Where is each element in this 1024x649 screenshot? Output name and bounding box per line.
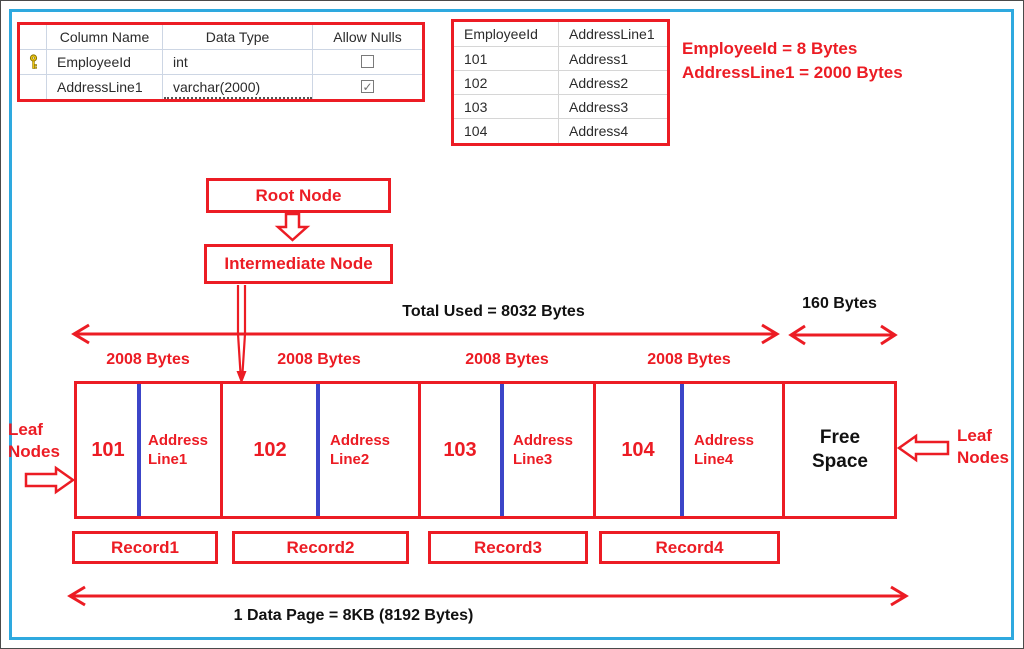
byte-size-notes: EmployeeId = 8 Bytes AddressLine1 = 2000… — [682, 37, 903, 85]
cell-focus-dotted-line — [164, 97, 312, 99]
intermediate-node-box: Intermediate Node — [204, 244, 393, 284]
record-label-box: Record3 — [428, 531, 588, 564]
row-selector-cell — [20, 74, 47, 99]
key-value-separator — [316, 384, 320, 516]
record-divider — [418, 381, 421, 519]
allow-nulls-checkbox-checked[interactable]: ✓ — [361, 79, 374, 94]
note-employeeid-bytes: EmployeeId = 8 Bytes — [682, 39, 858, 58]
record-id: 104 — [621, 438, 655, 461]
record-address: Address Line2 — [330, 432, 391, 468]
record-label-box: Record2 — [232, 531, 409, 564]
data-page-label: 1 Data Page = 8KB (8192 Bytes) — [233, 607, 474, 624]
primary-key-icon — [29, 54, 37, 69]
section-bytes-label: 2008 Bytes — [465, 351, 549, 368]
result-cell: 102 — [454, 71, 559, 95]
result-cell: 104 — [454, 119, 559, 143]
designer-cell-data-type: varchar(2000) — [163, 74, 313, 99]
leaf-nodes-label-left: Leaf Nodes — [8, 420, 60, 461]
leaf-nodes-label-right: Leaf Nodes — [957, 426, 1009, 467]
designer-header-data-type: Data Type — [163, 25, 313, 50]
row-selector-cell — [20, 50, 47, 75]
record-label-box: Record4 — [599, 531, 780, 564]
cyan-frame — [9, 9, 1014, 640]
root-node-box: Root Node — [206, 178, 391, 213]
designer-header-allow-nulls: Allow Nulls — [313, 25, 422, 50]
record-divider — [593, 381, 596, 519]
designer-cell-data-type: int — [163, 50, 313, 75]
section-bytes-label: 2008 Bytes — [647, 351, 731, 368]
record-id: 103 — [443, 438, 477, 461]
key-value-separator — [500, 384, 504, 516]
result-cell: Address2 — [559, 71, 667, 95]
result-header-employeeid: EmployeeId — [454, 22, 559, 47]
result-cell: Address1 — [559, 47, 667, 71]
data-page-rectangle — [74, 381, 897, 519]
record-divider — [782, 381, 785, 519]
result-cell: 103 — [454, 95, 559, 119]
record-address: Address Line3 — [513, 432, 574, 468]
result-cell: 101 — [454, 47, 559, 71]
section-bytes-label: 2008 Bytes — [106, 351, 190, 368]
total-used-label: Total Used = 8032 Bytes — [402, 303, 585, 320]
designer-selector-header — [20, 25, 47, 50]
designer-cell-allow-nulls — [313, 50, 422, 75]
record-id: 102 — [253, 438, 287, 461]
designer-cell-allow-nulls: ✓ — [313, 75, 422, 100]
designer-header-column-name: Column Name — [47, 25, 163, 50]
table-designer: Column Name Data Type Allow Nulls Employ… — [17, 22, 425, 102]
designer-cell-column-name: AddressLine1 — [47, 74, 163, 99]
note-addressline1-bytes: AddressLine1 = 2000 Bytes — [682, 63, 903, 82]
result-cell: Address4 — [569, 123, 629, 139]
key-value-separator — [680, 384, 684, 516]
record-label-box: Record1 — [72, 531, 218, 564]
free-space-label: Free Space — [812, 427, 868, 472]
result-header-addressline1: AddressLine1 — [559, 22, 667, 47]
key-value-separator — [137, 384, 141, 516]
query-result-table: EmployeeId AddressLine1 101 Address1 102… — [451, 19, 670, 146]
record-id: 101 — [91, 438, 125, 461]
record-address: Address Line1 — [148, 432, 209, 468]
record-divider — [220, 381, 223, 519]
section-bytes-label: 2008 Bytes — [277, 351, 361, 368]
allow-nulls-checkbox-unchecked[interactable] — [361, 55, 374, 69]
result-cell: Address3 — [559, 95, 667, 119]
free-bytes-label: 160 Bytes — [802, 295, 877, 312]
designer-cell-column-name: EmployeeId — [47, 50, 163, 75]
record-address: Address Line4 — [694, 432, 755, 468]
